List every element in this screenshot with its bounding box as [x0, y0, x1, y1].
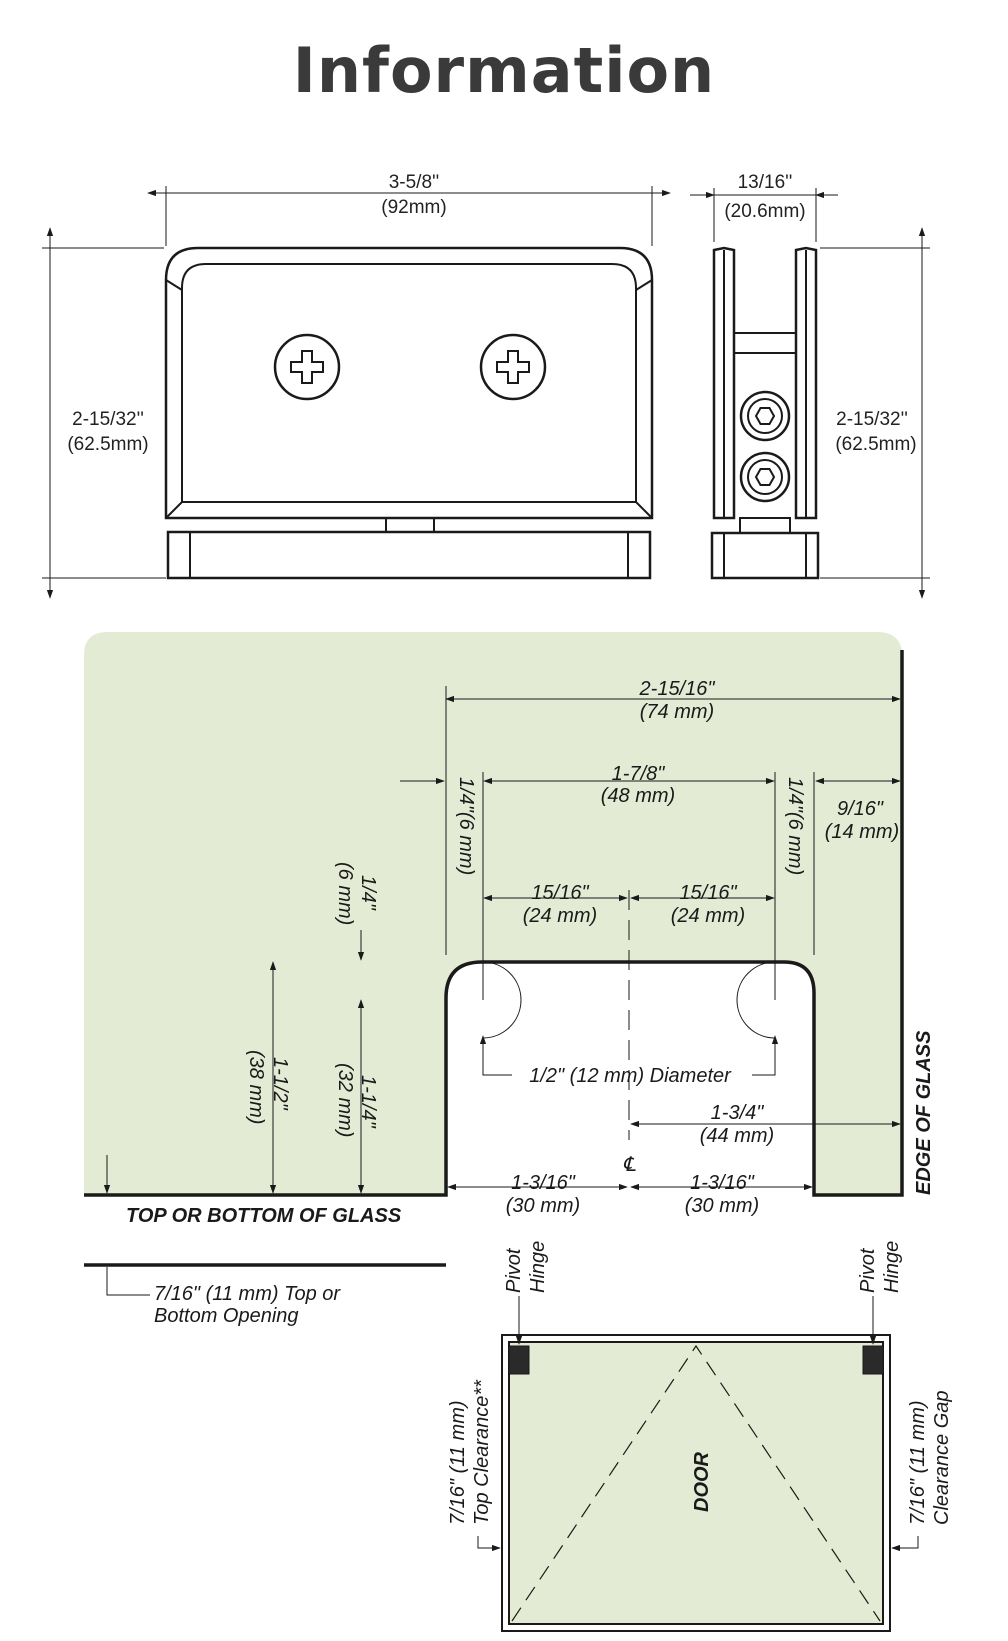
side-height-metric: (62.5mm)	[835, 434, 916, 455]
depth-outer-imperial: 1-1/2"	[269, 1057, 291, 1111]
depth-inner-metric: (32 mm)	[334, 1063, 356, 1137]
half-width-left-metric: (30 mm)	[506, 1195, 580, 1217]
hex-bolt-top-icon	[739, 390, 791, 442]
front-height-imperial: 2-15/32''	[72, 409, 144, 430]
overall-width-imperial: 2-15/16"	[639, 678, 716, 700]
hole-diameter-label: 1/2" (12 mm) Diameter	[529, 1065, 732, 1087]
center-to-edge-metric: (44 mm)	[700, 1125, 774, 1147]
half-spacing-right-metric: (24 mm)	[671, 905, 745, 927]
left-offset-label: 1/4"(6 mm)	[455, 777, 477, 875]
front-width-imperial: 3-5/8''	[389, 172, 440, 193]
side-width-metric: (20.6mm)	[724, 201, 805, 222]
hinge-left-word: Hinge	[527, 1241, 549, 1293]
clearance-gap-line2: Clearance Gap	[931, 1390, 953, 1525]
depth-inner-imperial: 1-1/4"	[357, 1075, 379, 1129]
half-width-right-imperial: 1-3/16"	[690, 1172, 755, 1194]
pivot-right-word: Pivot	[857, 1247, 879, 1293]
page-title: Information	[292, 34, 716, 107]
half-width-right-metric: (30 mm)	[685, 1195, 759, 1217]
overall-width-metric: (74 mm)	[640, 701, 714, 723]
side-width-imperial: 13/16''	[738, 172, 793, 193]
door-diagram	[477, 1296, 919, 1632]
front-width-metric: (92mm)	[381, 197, 446, 218]
clamp-side-dimensions	[690, 188, 930, 599]
edge-of-glass-label: EDGE OF GLASS	[913, 1030, 935, 1195]
top-clearance-line1: 7/16" (11 mm)	[447, 1400, 469, 1525]
top-bottom-of-glass-label: TOP OR BOTTOM OF GLASS	[126, 1205, 402, 1227]
hex-bolt-bottom-icon	[739, 451, 791, 503]
clamp-front-dimensions	[42, 186, 671, 599]
right-offset-label: 1/4"(6 mm)	[784, 777, 806, 875]
screw-right-icon	[479, 333, 547, 401]
clamp-side-view	[710, 246, 820, 580]
opening-label-line1: 7/16" (11 mm) Top or	[154, 1283, 341, 1305]
pivot-hinge-left-icon	[508, 1345, 530, 1375]
clamp-front-view	[164, 246, 654, 580]
hole-spacing-imperial: 1-7/8"	[612, 763, 666, 785]
hinge-right-word: Hinge	[881, 1241, 903, 1293]
edge-offset-imperial: 9/16"	[837, 798, 884, 820]
pivot-hinge-right-icon	[862, 1345, 884, 1375]
door-label: DOOR	[691, 1451, 713, 1512]
glass-panel	[84, 632, 902, 1195]
depth-outer-metric: (38 mm)	[245, 1050, 267, 1124]
half-spacing-left-metric: (24 mm)	[523, 905, 597, 927]
half-spacing-right-imperial: 15/16"	[679, 882, 737, 904]
opening-label-line2: Bottom Opening	[154, 1305, 299, 1327]
top-offset-metric: (6 mm)	[334, 862, 356, 925]
centerline-icon: ℄	[623, 1154, 637, 1176]
side-height-imperial: 2-15/32''	[836, 409, 908, 430]
clearance-gap-line1: 7/16" (11 mm)	[907, 1400, 929, 1525]
hinge-hole-left-icon	[482, 961, 522, 1039]
top-clearance-line2: Top Clearance**	[471, 1379, 493, 1525]
half-spacing-left-imperial: 15/16"	[531, 882, 589, 904]
hole-spacing-metric: (48 mm)	[601, 785, 675, 807]
front-height-metric: (62.5mm)	[67, 434, 148, 455]
half-width-left-imperial: 1-3/16"	[511, 1172, 576, 1194]
notch-outline	[84, 650, 904, 1197]
pivot-left-word: Pivot	[503, 1247, 525, 1293]
edge-offset-metric: (14 mm)	[825, 821, 899, 843]
top-offset-imperial: 1/4"	[357, 875, 379, 911]
screw-left-icon	[273, 333, 341, 401]
hinge-hole-right-icon	[736, 961, 776, 1039]
center-to-edge-imperial: 1-3/4"	[711, 1102, 765, 1124]
